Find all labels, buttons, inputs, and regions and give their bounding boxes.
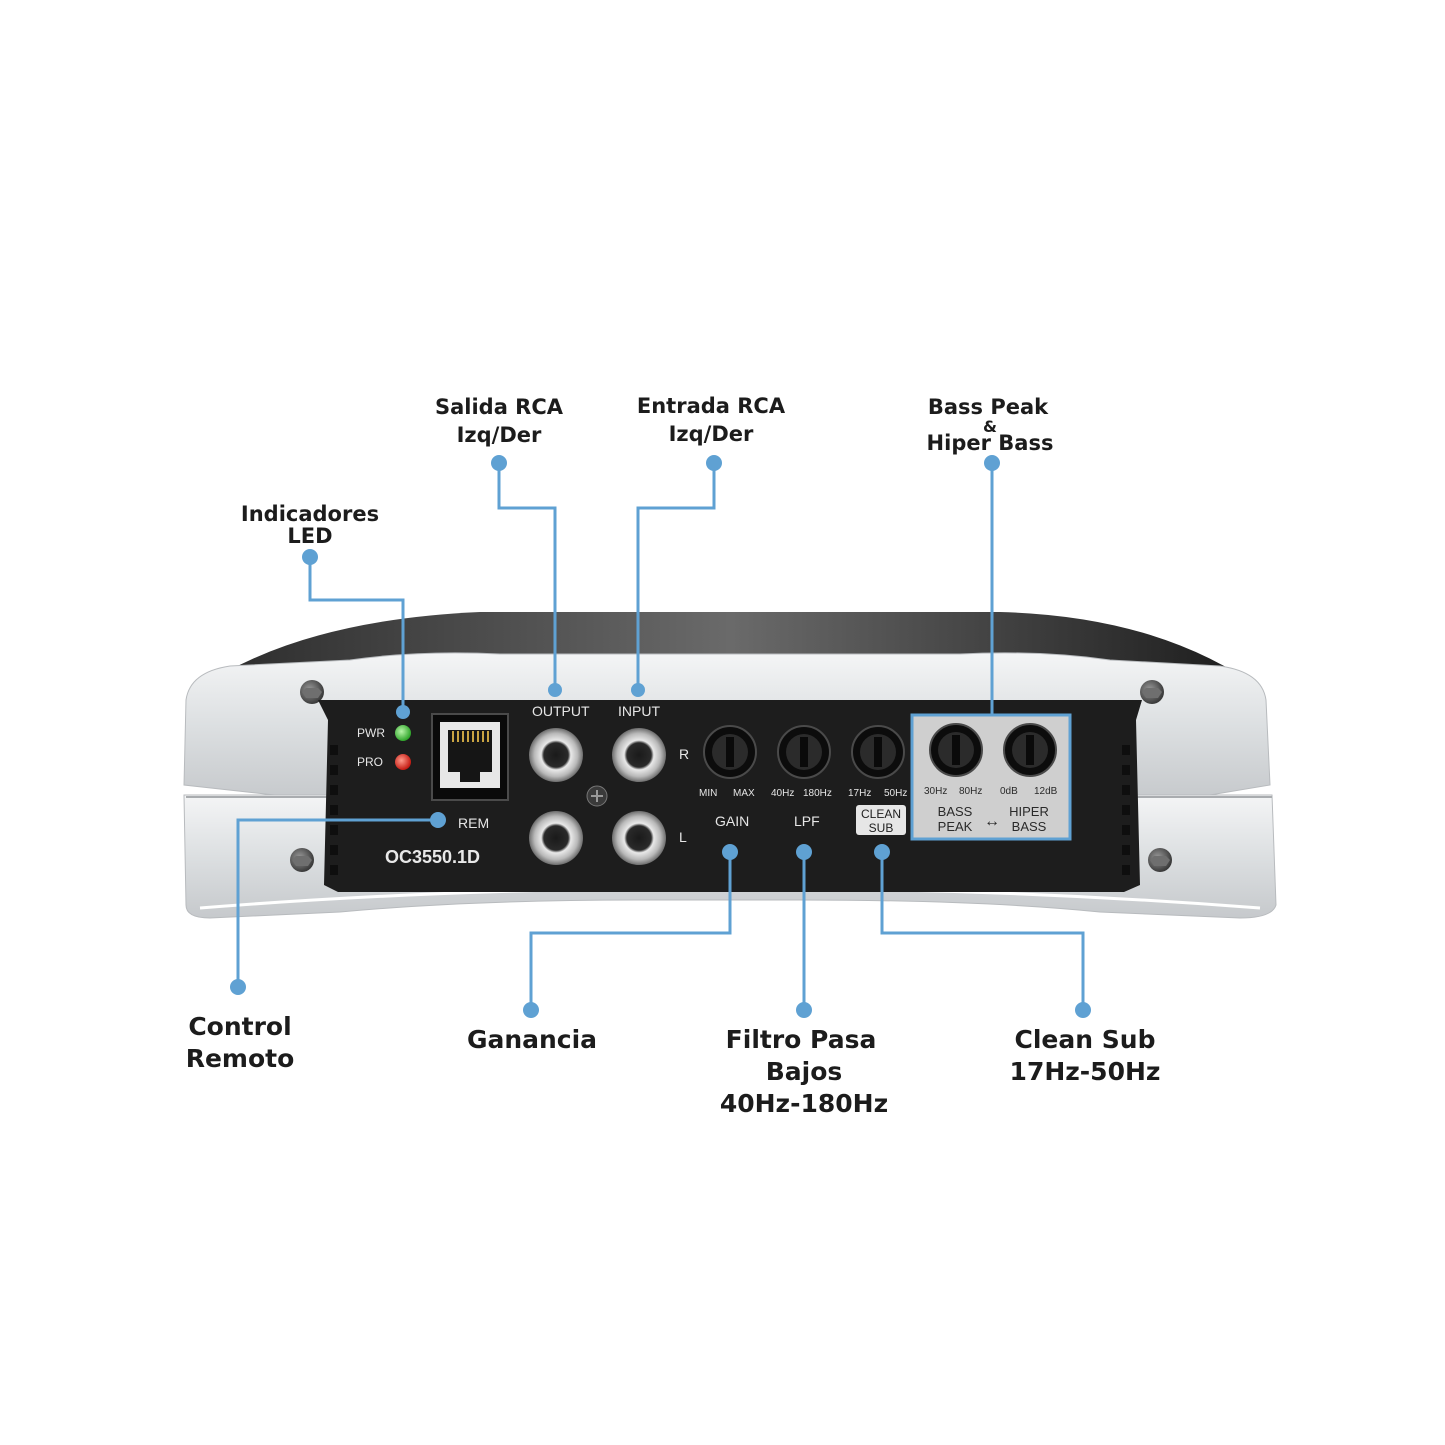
- callout-input-line-2: Izq/Der: [669, 422, 754, 446]
- screw-icon: [1140, 680, 1164, 704]
- pwr-led-icon: [395, 725, 411, 741]
- callout-lpf-line-1: Filtro Pasa: [726, 1025, 877, 1054]
- callout-dot: [796, 844, 812, 860]
- callout-line-led: [308, 557, 405, 712]
- hiper-bass-knob[interactable]: [1003, 723, 1057, 777]
- right-channel-label: R: [679, 746, 689, 762]
- callout-dot: [706, 455, 722, 471]
- left-channel-label: L: [679, 829, 687, 845]
- rca-input-left[interactable]: [612, 811, 666, 865]
- callout-dot: [984, 455, 1000, 471]
- hiper-bass-label-2: BASS: [1012, 819, 1047, 834]
- output-label: OUTPUT: [532, 703, 590, 719]
- callout-clean-line-1: Clean Sub: [1015, 1025, 1156, 1054]
- bass-peak-label-2: PEAK: [938, 819, 973, 834]
- callout-dot: [722, 844, 738, 860]
- gain-min-label: MIN: [699, 788, 717, 799]
- callout-bass-line-2: &: [983, 417, 997, 436]
- callout-lpf-line-2: Bajos: [766, 1057, 843, 1086]
- hiper-bass-label-1: HIPER: [1009, 804, 1049, 819]
- callout-dot: [874, 844, 890, 860]
- callout-line-gain: [529, 852, 732, 1010]
- gain-label: GAIN: [715, 813, 749, 829]
- screw-icon: [300, 680, 324, 704]
- clean-sub-knob[interactable]: [851, 725, 905, 779]
- clean-sub-label-1: CLEAN: [861, 807, 901, 821]
- callout-clean-line-2: 17Hz-50Hz: [1010, 1057, 1161, 1086]
- rem-label: REM: [458, 815, 489, 831]
- screw-icon: [290, 848, 314, 872]
- rca-output-right[interactable]: [529, 728, 583, 782]
- clean-max-label: 50Hz: [884, 788, 907, 799]
- callout-line-clean: [880, 852, 1085, 1010]
- rca-output-left[interactable]: [529, 811, 583, 865]
- callout-lines: [236, 463, 1085, 1010]
- gain-knob[interactable]: [703, 725, 757, 779]
- callout-dot: [1075, 1002, 1091, 1018]
- hiper-bass-min-label: 0dB: [1000, 786, 1018, 797]
- panel-vents-right: [1122, 745, 1130, 875]
- pro-label: PRO: [357, 755, 383, 769]
- callout-dots: [230, 455, 1091, 1018]
- lpf-label: LPF: [794, 813, 820, 829]
- callout-line-output: [497, 463, 557, 690]
- callout-dot: [491, 455, 507, 471]
- lpf-knob[interactable]: [777, 725, 831, 779]
- lpf-max-label: 180Hz: [803, 788, 832, 799]
- callout-dot: [523, 1002, 539, 1018]
- bass-peak-label-1: BASS: [938, 804, 973, 819]
- screw-icon: [1148, 848, 1172, 872]
- callout-led-line-2: LED: [287, 524, 332, 548]
- callout-line-input: [636, 463, 716, 690]
- switch-arrow-icon: ↔: [984, 813, 1000, 830]
- callout-dot: [430, 812, 446, 828]
- callout-output-line-1: Salida RCA: [435, 395, 564, 419]
- callout-bass-line-1: Bass Peak: [928, 395, 1049, 419]
- pro-led-icon: [395, 754, 411, 770]
- clean-min-label: 17Hz: [848, 788, 871, 799]
- bass-peak-knob[interactable]: [929, 723, 983, 777]
- callout-remote-line-2: Remoto: [186, 1044, 295, 1073]
- callout-output-line-2: Izq/Der: [457, 423, 542, 447]
- callout-input-line-1: Entrada RCA: [637, 394, 786, 418]
- gain-max-label: MAX: [733, 788, 755, 799]
- callout-dot: [796, 1002, 812, 1018]
- input-label: INPUT: [618, 703, 660, 719]
- callout-dot: [396, 705, 410, 719]
- callout-gain: Ganancia: [467, 1025, 597, 1054]
- callout-led-line-1: Indicadores: [241, 502, 379, 526]
- callout-lpf-line-3: 40Hz-180Hz: [720, 1089, 888, 1118]
- clean-sub-label-2: SUB: [869, 821, 894, 835]
- callout-bass-line-3: Hiper Bass: [927, 431, 1054, 455]
- callout-remote-line-1: Control: [188, 1012, 291, 1041]
- bass-peak-max-label: 80Hz: [959, 786, 982, 797]
- lpf-min-label: 40Hz: [771, 788, 794, 799]
- callout-dot: [631, 683, 645, 697]
- clean-sub-badge: [856, 805, 906, 835]
- remote-jack-icon: [431, 713, 509, 801]
- model-label: OC3550.1D: [385, 847, 480, 867]
- bass-peak-min-label: 30Hz: [924, 786, 947, 797]
- callout-dot: [548, 683, 562, 697]
- rca-input-right[interactable]: [612, 728, 666, 782]
- hiper-bass-max-label: 12dB: [1034, 786, 1058, 797]
- pwr-label: PWR: [357, 726, 385, 740]
- callout-dot: [302, 549, 318, 565]
- panel-vents-left: [330, 745, 338, 875]
- callout-line-remote: [236, 818, 438, 987]
- ground-screw-icon: [586, 785, 608, 807]
- callout-dot: [230, 979, 246, 995]
